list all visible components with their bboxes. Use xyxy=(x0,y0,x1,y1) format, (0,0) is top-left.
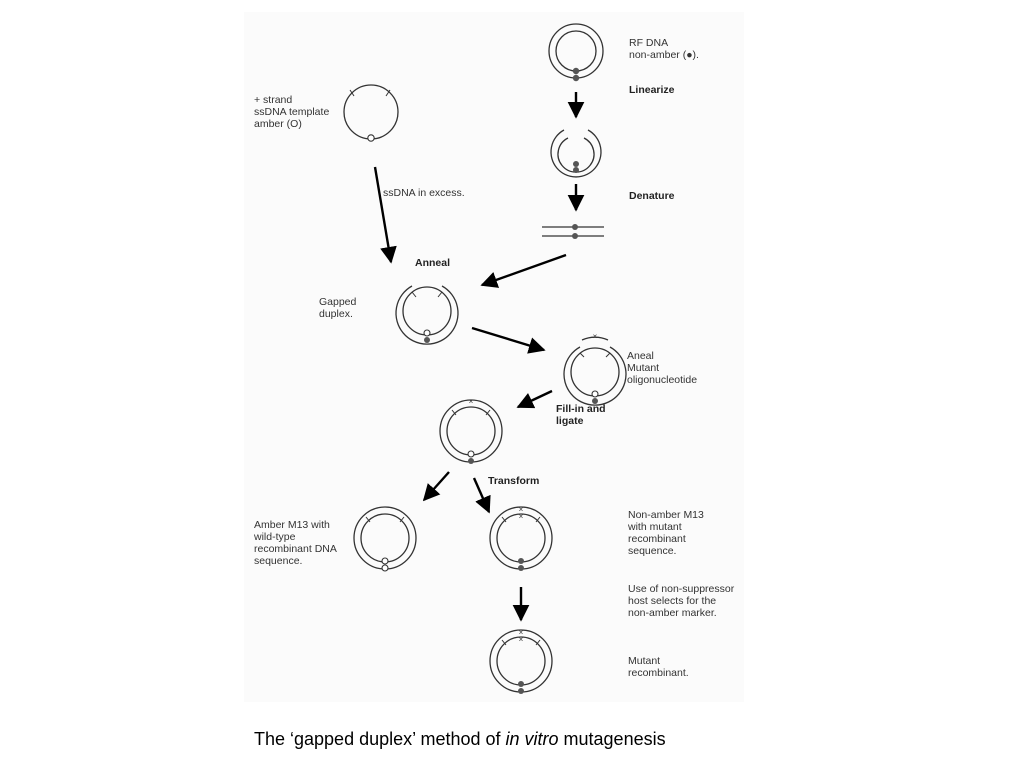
label-anneal: Anneal xyxy=(415,257,451,269)
label-linearize: Linearize xyxy=(629,84,675,96)
label-non-amber-m13: Non-amber M13 with mutant recombinant se… xyxy=(628,509,704,557)
caption-suffix: mutagenesis xyxy=(558,729,666,749)
label-mutant-recombinant: Mutant recombinant. xyxy=(628,655,689,679)
arrow-strands-to-anneal xyxy=(480,253,567,288)
arrow-transform-left xyxy=(422,471,450,502)
arrow-to-mutant-oligo xyxy=(471,326,546,354)
gapped-duplex-circle xyxy=(395,285,459,345)
label-anneal-mutant: Aneal Mutant oligonucleotide xyxy=(627,350,698,386)
arrow-transform-right xyxy=(472,477,491,514)
mutagenesis-diagram: × × × × xyxy=(343,23,627,694)
svg-text:×: × xyxy=(469,397,474,406)
caption-prefix: The ‘gapped duplex’ method of xyxy=(254,729,506,749)
amber-marker xyxy=(367,134,375,142)
mutant-recombinant-circle: × × xyxy=(489,628,553,694)
ssdna-template-circle xyxy=(343,84,399,142)
denatured-strands xyxy=(542,224,604,239)
svg-text:×: × xyxy=(519,635,524,644)
label-ssdna-template: + strand ssDNA template amber (O) xyxy=(254,94,330,130)
label-transform: Transform xyxy=(488,475,540,487)
svg-text:×: × xyxy=(519,505,524,514)
label-fill-in: Fill-in and ligate xyxy=(556,403,606,427)
svg-text:×: × xyxy=(519,512,524,521)
label-amber-m13: Amber M13 with wild-type recombinant DNA… xyxy=(254,519,337,567)
arrow-to-fill-in xyxy=(516,389,553,409)
amber-m13-circle xyxy=(353,506,417,572)
ligated-circle: × xyxy=(439,397,503,464)
label-rf-dna: RF DNA non-amber (●). xyxy=(629,37,699,61)
svg-text:×: × xyxy=(593,332,598,341)
non-amber-m13-circle: × × xyxy=(489,505,553,571)
arrow-ssdna-to-anneal xyxy=(373,166,397,264)
rf-dna-circle xyxy=(548,23,604,82)
mutant-oligo-circle: × xyxy=(563,332,627,406)
caption-italic: in vitro xyxy=(505,729,559,749)
svg-text:×: × xyxy=(519,628,524,637)
figure-caption: The ‘gapped duplex’ method of in vitro m… xyxy=(254,729,666,750)
label-ssdna-excess: ssDNA in excess. xyxy=(383,187,465,199)
label-non-suppressor: Use of non-suppressor host selects for t… xyxy=(628,583,735,619)
diagram-panel: × × × × xyxy=(244,12,744,702)
non-amber-marker xyxy=(572,74,580,82)
label-gapped-duplex: Gapped duplex. xyxy=(319,296,357,320)
label-denature: Denature xyxy=(629,190,675,202)
non-amber-marker xyxy=(572,67,580,75)
linearized-circle xyxy=(550,129,602,178)
